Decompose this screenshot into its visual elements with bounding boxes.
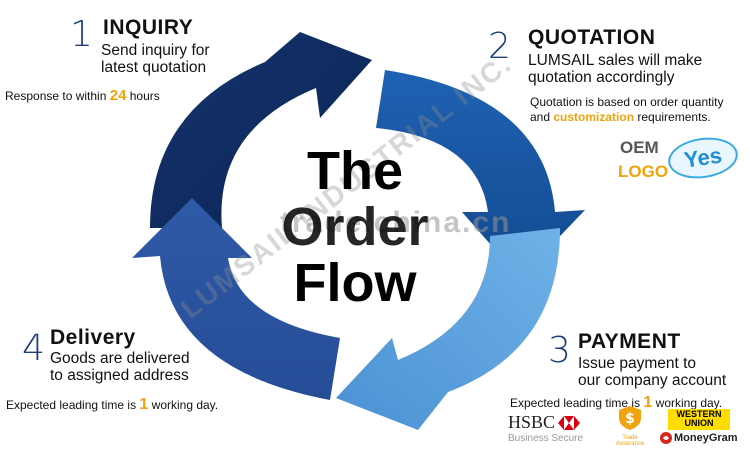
trade-assurance-label: Trade Assurance: [615, 435, 645, 447]
step-desc-payment-2: our company account: [578, 372, 727, 389]
note-payment-pre: Expected leading time is: [510, 396, 644, 410]
western-union-logo: WESTERN UNION: [668, 409, 730, 430]
union-label: UNION: [684, 418, 714, 428]
moneygram-globe-icon: [660, 432, 672, 444]
step-desc-delivery-1: Goods are delivered: [50, 350, 190, 367]
arrow-delivery: [132, 198, 340, 400]
oem-label: OEM: [620, 138, 659, 157]
note-quotation-1: Quotation is based on order quantity: [530, 95, 724, 109]
moneygram-logo: MoneyGram: [660, 432, 738, 444]
note-quotation-2-post: requirements.: [634, 110, 711, 124]
step-desc-inquiry-2: latest quotation: [101, 59, 207, 76]
note-payment-value: 1: [643, 394, 653, 411]
hsbc-sub: Business Secure: [508, 433, 584, 444]
step-number-4: 4: [22, 328, 45, 369]
trade-assurance-logo: $ Trade Assurance: [610, 406, 650, 447]
arrow-quotation: [376, 70, 585, 278]
arrow-payment: [336, 228, 560, 430]
note-inquiry: Response to within 24 hours: [5, 87, 160, 104]
hsbc-logo: HSBC Business Secure: [508, 412, 598, 444]
step-number-1: 1: [70, 14, 93, 55]
center-title-line1: The: [306, 141, 403, 201]
step-desc-delivery-2: to assigned address: [50, 367, 189, 384]
note-payment-post: working day.: [652, 396, 723, 410]
center-title-line2: Order: [281, 197, 429, 257]
moneygram-label: MoneyGram: [674, 432, 738, 444]
center-title-line3: Flow: [293, 253, 417, 313]
note-inquiry-pre: Response to within: [5, 89, 110, 103]
step-title-delivery: Delivery: [50, 326, 136, 349]
step-desc-inquiry-1: Send inquiry for: [101, 42, 210, 59]
note-delivery: Expected leading time is 1 working day.: [6, 396, 218, 414]
note-quotation-2-hl: customization: [553, 110, 635, 124]
step-title-quotation: QUOTATION: [528, 26, 656, 49]
note-quotation-2: and customization requirements.: [530, 110, 711, 124]
shield-dollar-icon: $: [619, 406, 641, 430]
note-quotation-2-pre: and: [530, 110, 554, 124]
note-delivery-post: working day.: [148, 398, 219, 412]
logo-label: LOGO: [618, 162, 669, 181]
note-payment: Expected leading time is 1 working day.: [510, 394, 722, 412]
step-title-payment: PAYMENT: [578, 330, 681, 353]
hsbc-hexagon-icon: [558, 415, 581, 430]
watermark-site: trade.china.cn: [280, 206, 512, 239]
step-desc-payment-1: Issue payment to: [578, 355, 697, 372]
note-delivery-pre: Expected leading time is: [6, 398, 140, 412]
step-desc-quotation-2: quotation accordingly: [528, 69, 675, 86]
note-inquiry-value: 24: [109, 87, 127, 104]
arrow-inquiry: [150, 32, 372, 228]
note-delivery-value: 1: [139, 396, 149, 413]
svg-text:$: $: [625, 411, 635, 427]
step-title-inquiry: INQUIRY: [103, 16, 194, 39]
step-number-2: 2: [488, 26, 511, 67]
step-desc-quotation-1: LUMSAIL sales will make: [528, 52, 703, 69]
hsbc-name: HSBC: [508, 412, 556, 432]
note-inquiry-post: hours: [126, 89, 160, 103]
western-label: WESTERN: [676, 409, 722, 419]
step-number-3: 3: [548, 330, 571, 371]
